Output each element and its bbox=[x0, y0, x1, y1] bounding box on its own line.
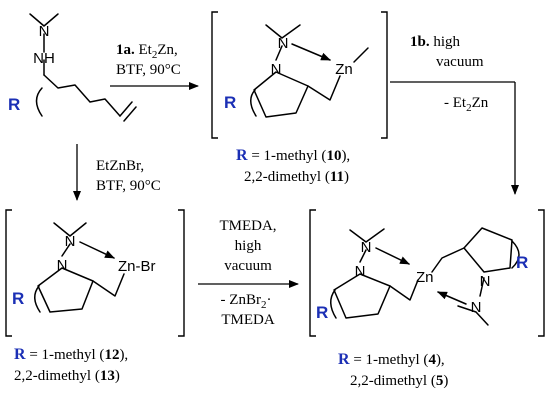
caption-10-11: R = 1-methyl (10), 2,2-dimethyl (11) bbox=[236, 147, 350, 185]
atom-n: N bbox=[361, 239, 372, 256]
caption-line-1: R = 1-methyl (12), bbox=[14, 346, 128, 363]
atom-zn-br: Zn-Br bbox=[118, 258, 156, 275]
atom-n-ring: N bbox=[271, 61, 282, 78]
atom-n-ring: N bbox=[355, 263, 366, 280]
step-1a-conditions: BTF, 90°C bbox=[116, 62, 181, 78]
arrow-step-1b: 1b. high vacuum - Et2Zn bbox=[390, 34, 519, 195]
r-group-label-2: R bbox=[516, 253, 528, 272]
r-group-label: R bbox=[8, 95, 20, 114]
r-group-label: R bbox=[316, 303, 328, 322]
caption-line-1: R = 1-methyl (10), bbox=[236, 147, 350, 164]
arrow-step-tmeda: TMEDA, high vacuum - ZnBr2· TMEDA bbox=[198, 218, 299, 328]
starting-hydrazine: N NH R bbox=[8, 13, 137, 122]
caption-4-5: R = 1-methyl (4), 2,2-dimethyl (5) bbox=[338, 351, 448, 389]
arrow-step-etznbr: EtZnBr, BTF, 90°C bbox=[73, 144, 161, 201]
step-tmeda-vacuum: vacuum bbox=[224, 258, 272, 274]
r-group-label: R bbox=[224, 93, 236, 112]
atom-zn: Zn bbox=[335, 61, 353, 78]
atom-n-ring-2: N bbox=[480, 273, 491, 290]
caption-12-13: R = 1-methyl (12), 2,2-dimethyl (13) bbox=[14, 346, 128, 384]
step-tmeda-byproduct: - ZnBr2· bbox=[221, 292, 272, 311]
arrow-step-1a: 1a. Et2Zn, BTF, 90°C bbox=[110, 42, 199, 90]
step-tmeda-high: high bbox=[235, 238, 262, 254]
step-1b-label: 1b. high bbox=[410, 34, 461, 50]
step-etznbr-conditions: BTF, 90°C bbox=[96, 178, 161, 194]
caption-line-2: 2,2-dimethyl (11) bbox=[244, 169, 349, 185]
step-tmeda-byproduct-2: TMEDA bbox=[221, 312, 274, 328]
r-group-label: R bbox=[12, 289, 24, 308]
atom-n: N bbox=[65, 233, 76, 250]
step-1a-reagent: 1a. Et2Zn, bbox=[116, 42, 178, 61]
caption-line-1: R = 1-methyl (4), bbox=[338, 351, 445, 368]
compound-4-5: N N Zn N N R R bbox=[309, 209, 545, 337]
caption-line-2: 2,2-dimethyl (5) bbox=[350, 373, 448, 389]
atom-n: N bbox=[39, 23, 50, 40]
atom-n-ring: N bbox=[57, 257, 68, 274]
compound-12-13: N N Zn-Br R bbox=[5, 209, 185, 337]
step-1b-byproduct: - Et2Zn bbox=[444, 95, 489, 114]
atom-n: N bbox=[278, 35, 289, 52]
atom-n-2: N bbox=[471, 299, 482, 316]
atom-nh: NH bbox=[33, 50, 55, 67]
atom-zn: Zn bbox=[416, 269, 434, 286]
step-1b-vacuum: vacuum bbox=[436, 54, 484, 70]
step-tmeda-reagent: TMEDA, bbox=[219, 218, 276, 234]
caption-line-2: 2,2-dimethyl (13) bbox=[14, 368, 120, 384]
step-etznbr-reagent: EtZnBr, bbox=[96, 158, 144, 174]
compound-10-11: N N Zn R bbox=[211, 11, 388, 139]
